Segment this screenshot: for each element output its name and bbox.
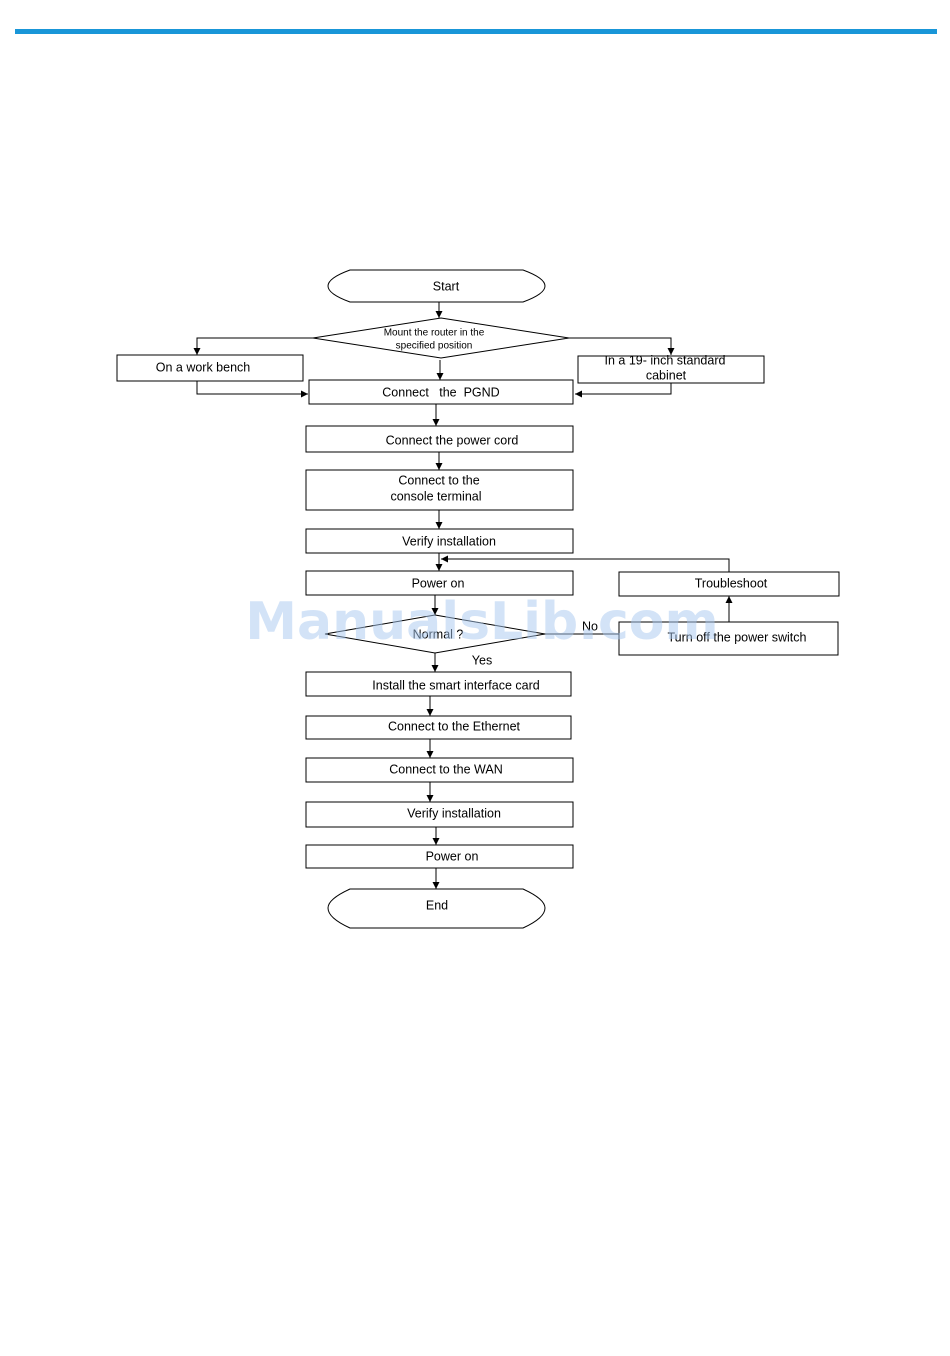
power-on-box-2: Power on — [305, 844, 574, 869]
svg-text:Connect the power cord: Connect the power cord — [386, 433, 519, 447]
svg-text:Normal ?: Normal ? — [413, 627, 464, 641]
end-terminator: End — [327, 888, 546, 929]
svg-text:Troubleshoot: Troubleshoot — [695, 576, 768, 590]
troubleshoot-box: Troubleshoot — [618, 571, 840, 597]
start-terminator: Start — [327, 269, 546, 303]
verify-box-2: Verify installation — [305, 801, 574, 828]
svg-text:Connect to the WAN: Connect to the WAN — [389, 762, 502, 776]
svg-text:Turn off the power switch: Turn off the power switch — [668, 630, 807, 644]
yes-label: Yes — [472, 653, 492, 667]
top-accent-bar — [15, 29, 937, 34]
svg-text:cabinet: cabinet — [646, 368, 687, 382]
svg-text:Start: Start — [433, 279, 460, 293]
smart-card-box: Install the smart interface card — [305, 671, 572, 697]
mount-decision: Mount the router in the specified positi… — [312, 317, 570, 359]
svg-text:Connect to the Ethernet: Connect to the Ethernet — [388, 719, 521, 733]
svg-text:On a work bench: On a work bench — [156, 360, 251, 374]
verify-box-1: Verify installation — [305, 528, 574, 554]
svg-text:specified position: specified position — [396, 341, 473, 352]
svg-text:Verify installation: Verify installation — [402, 534, 496, 548]
pgnd-box: Connect the PGND — [308, 379, 574, 405]
svg-text:Power on: Power on — [426, 849, 479, 863]
svg-text:End: End — [426, 898, 448, 912]
svg-text:Connect to the: Connect to the — [398, 473, 479, 487]
manualslib-watermark: ManualsLib.com — [245, 592, 718, 652]
svg-text:Verify installation: Verify installation — [407, 806, 501, 820]
svg-text:console terminal: console terminal — [390, 489, 481, 503]
no-label: No — [582, 619, 598, 633]
wan-box: Connect to the WAN — [305, 757, 574, 783]
svg-text:Connect the PGND: Connect the PGND — [382, 385, 499, 399]
ethernet-box: Connect to the Ethernet — [305, 715, 572, 740]
power-on-box-1: Power on — [305, 570, 574, 596]
power-cord-box: Connect the power cord — [305, 425, 574, 453]
svg-text:Mount the router in the: Mount the router in the — [384, 328, 485, 339]
connector-lines — [193, 302, 733, 889]
svg-text:Power on: Power on — [412, 576, 465, 590]
svg-text:Install the smart interface ca: Install the smart interface card — [372, 678, 539, 692]
svg-text:In a 19‐ inch standard: In a 19‐ inch standard — [605, 353, 726, 367]
normal-decision: Normal ? — [324, 614, 546, 654]
turn-off-power-box: Turn off the power switch — [618, 621, 839, 656]
console-box: Connect to the console terminal — [305, 469, 574, 511]
cabinet-box: In a 19‐ inch standard cabinet — [577, 353, 765, 384]
work-bench-box: On a work bench — [116, 354, 304, 382]
